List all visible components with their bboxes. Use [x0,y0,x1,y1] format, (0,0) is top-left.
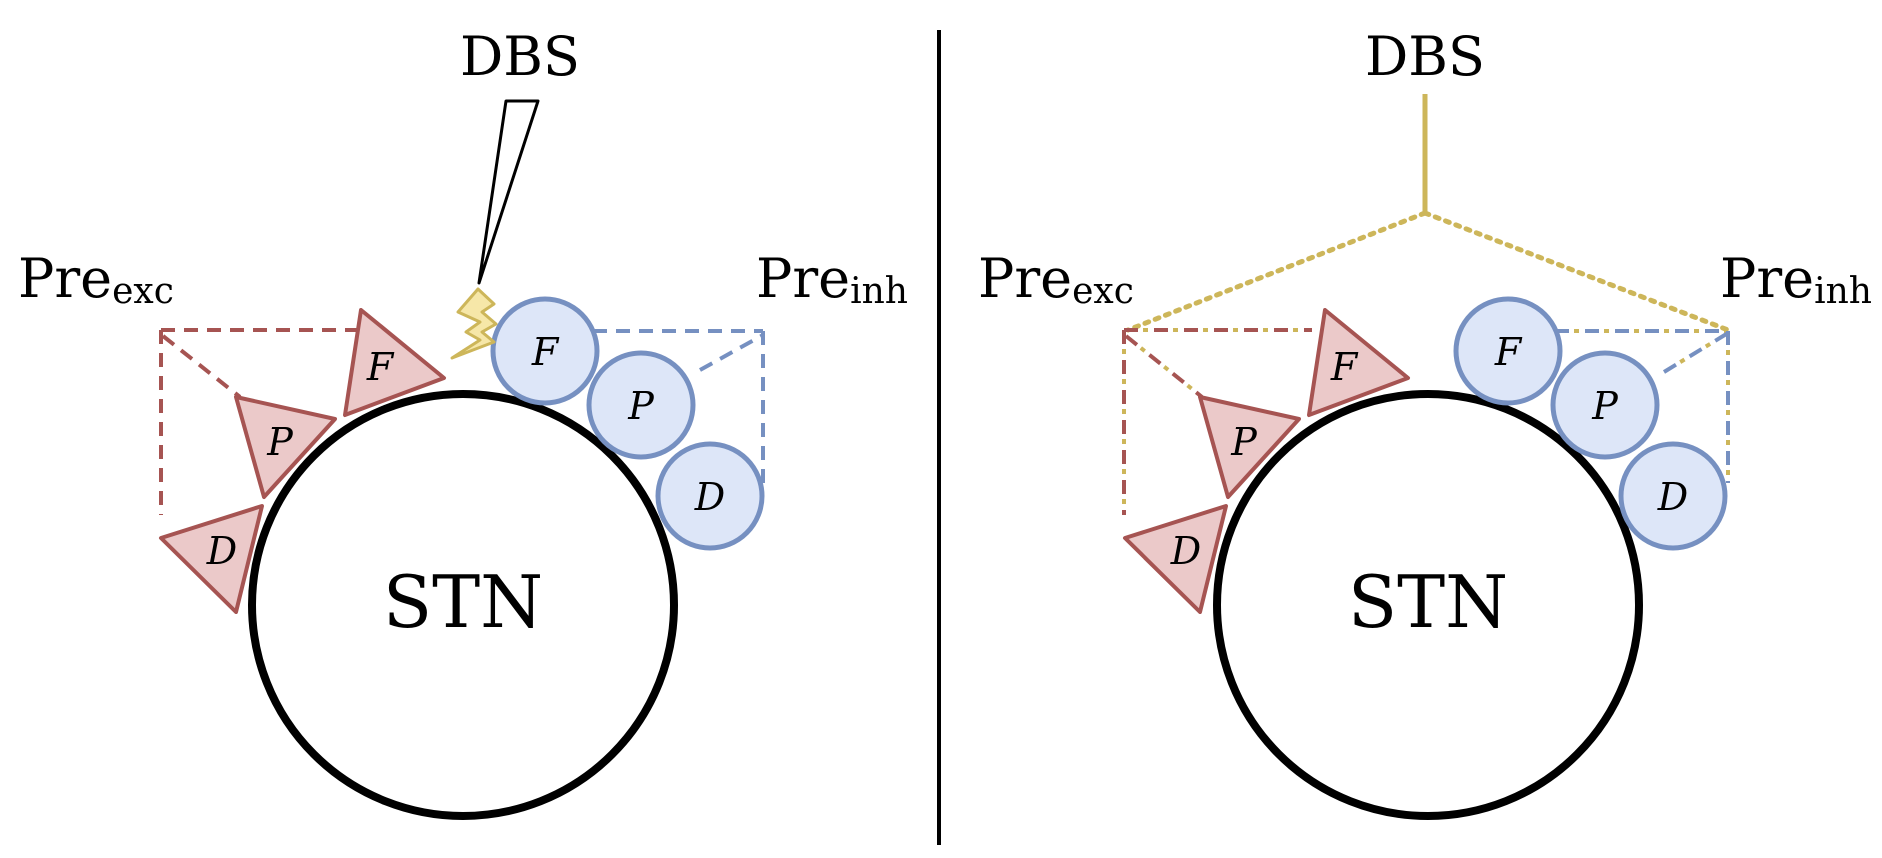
stn-label: STN [1348,560,1508,644]
exc-synapse-d: D [1123,504,1228,614]
exc-synapse-d: D [159,504,264,614]
pre-exc-label: Preexc [18,247,174,312]
inh-synapse-label: F [531,330,560,374]
pre-inh-sub: inh [1814,271,1872,312]
pre-inh-sub: inh [850,271,908,312]
exc-synapse-label: F [1330,345,1359,389]
inh-bracket-right [1555,329,1730,483]
inh-synapse-f: F [490,296,600,406]
exc-synapse-p: P [1198,395,1301,499]
exc-synapse-label: P [1230,420,1258,464]
panel-right: STN F P D F P D DBS Preexc Prein [978,25,1872,820]
stn-neuron [248,390,678,820]
lightning-bolt-icon [450,287,498,360]
dbs-label: DBS [1365,25,1485,88]
inh-synapse-label: F [1494,330,1523,374]
exc-synapse-label: D [206,529,237,573]
pre-exc-label: Preexc [978,247,1134,312]
dbs-projection [1125,210,1731,333]
inh-synapse-f: F [1453,296,1563,406]
inh-synapse-p: P [586,350,696,460]
inh-synapse-label: D [694,475,725,519]
inh-synapse-p: P [1550,350,1660,460]
pre-exc-base: Pre [18,247,112,310]
inh-synapse-label: D [1657,475,1688,519]
exc-synapse-p: P [234,395,337,499]
pre-inh-base: Pre [756,247,850,310]
exc-synapse-label: P [266,420,294,464]
panel-left: STN F P D F P D DBS [18,25,908,820]
pre-exc-sub: exc [112,271,174,312]
pre-exc-base: Pre [978,247,1072,310]
exc-synapse-f: F [343,308,446,417]
inh-synapse-label: P [1591,384,1619,428]
pre-exc-sub: exc [1072,271,1134,312]
stn-neuron [1213,390,1643,820]
inh-synapse-d: D [1618,441,1728,551]
exc-synapse-label: F [366,345,395,389]
pre-inh-label: Preinh [756,247,908,312]
inh-synapse-d: D [655,441,765,551]
exc-bracket-left [159,328,360,515]
inh-synapse-label: P [627,384,655,428]
pre-inh-label: Preinh [1720,247,1872,312]
pre-inh-base: Pre [1720,247,1814,310]
exc-synapse-f: F [1307,308,1410,417]
inh-bracket-left [593,329,765,483]
exc-synapse-label: D [1170,529,1201,573]
dbs-electrode [477,99,540,285]
dbs-label: DBS [460,25,580,88]
exc-bracket-right [1122,328,1312,515]
stn-label: STN [383,560,543,644]
